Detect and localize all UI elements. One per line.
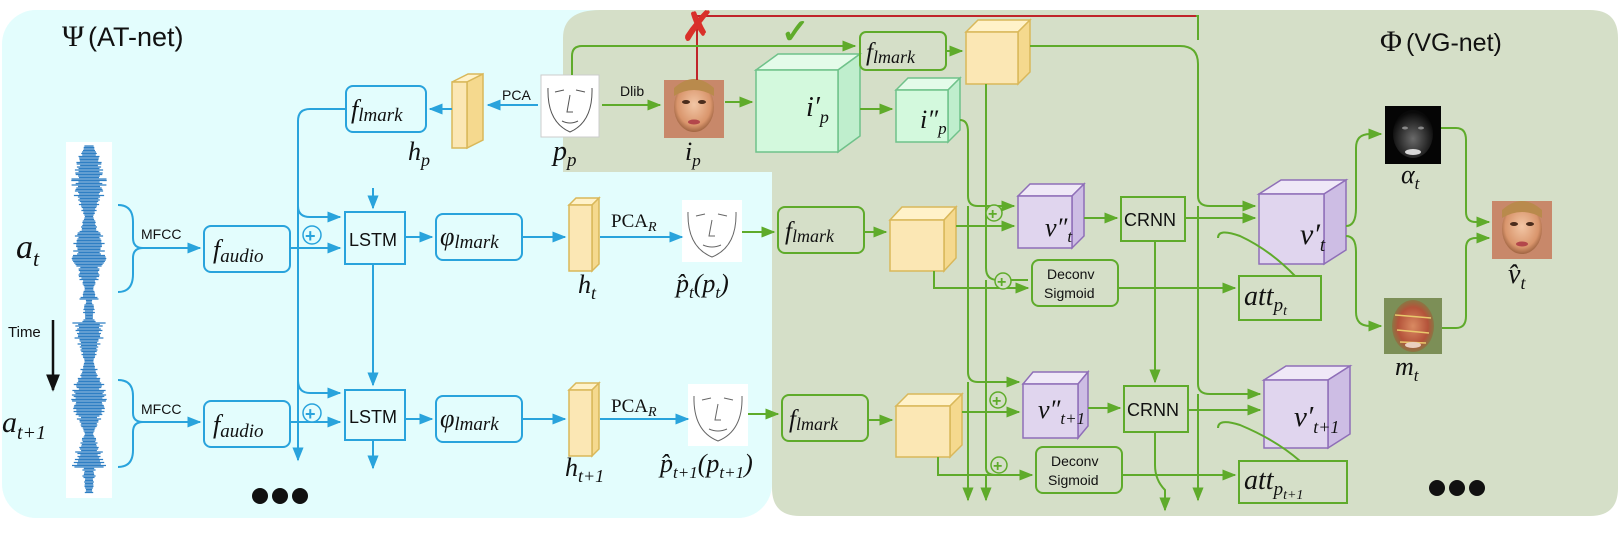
label-h-p: hp [408,137,430,170]
plus-circle-vg-2: + [994,272,1012,291]
label-v-t1-dprime: v″t+1 [1038,395,1085,428]
att-label-top: attpt [1244,281,1288,319]
cube-feature-mid [888,205,958,273]
lstm-box-bottom [344,389,406,441]
cube-v-t1-dprime [1021,369,1090,441]
f-audio-label-bottom: faudio [213,410,264,442]
time-label: Time [8,324,41,341]
landmark-sketch-pt1 [688,384,748,446]
audio-label-a-t1: at+1 [2,406,46,444]
crnn-label-top: CRNN [1124,210,1176,230]
label-p-p: pp [551,136,577,171]
label-v-t-prime: v′t [1300,218,1326,256]
f-lmark-label-mid: flmark [785,218,835,246]
f-lmark-label-vg-top: flmark [866,39,916,67]
deconv-label-bottom-2: Sigmoid [1048,472,1099,488]
att-box-bottom [1238,460,1348,504]
f-audio-box-bottom [203,400,291,448]
plus-circle-vg-3: + [989,391,1007,410]
label-m-t: mt [1395,352,1420,385]
label-i-p-dprime: i″p [920,105,947,138]
lstm-label-bottom: LSTM [349,407,397,427]
label-h-t: ht [578,270,597,303]
label-v-hat-t: v̂t [1508,259,1526,293]
cube-v-t1-prime [1261,364,1353,450]
cube-v-t-prime [1256,178,1349,266]
dlib-label: Dlib [620,83,644,99]
check-mark-icon: ✓ [781,13,810,51]
cube-i-p-prime [753,52,863,154]
plus-circle-at-top: + [302,225,322,246]
at-net-psi: Ψ [62,20,85,53]
at-net-title: (AT-net) [88,22,184,52]
label-i-p-prime: i′p [806,92,829,127]
label-p-hat-t1: p̂t+1(pt+1) [658,449,753,482]
vg-net-phi: Φ [1380,25,1402,58]
cross-mark-icon: ✗ [681,5,715,49]
label-v-t1-prime: v′t+1 [1294,401,1339,437]
f-lmark-label-low: flmark [789,406,839,434]
label-p-hat-t: p̂t(pt) [674,269,729,302]
deconv-label-top-1: Deconv [1047,266,1094,282]
plus-circle-at-bottom: + [302,403,322,424]
audio-label-a-t: at [16,229,40,271]
ellipsis-at [252,488,308,504]
deconv-box-bottom [1035,446,1123,494]
label-alpha-t: αt [1401,160,1421,193]
label-i-p: ip [685,137,701,170]
mfcc-label-bottom: MFCC [141,401,181,417]
output-image-v-hat [1492,201,1552,259]
att-label-bottom: attpt+1 [1244,465,1303,503]
svg-text:+: + [305,226,316,246]
deconv-label-bottom-1: Deconv [1051,453,1098,469]
motion-image-m [1384,298,1442,354]
cube-feature-top [964,18,1032,86]
waveform-trace [71,145,107,494]
cube-i-p-dprime [894,76,962,144]
deconv-box-top [1031,259,1119,307]
f-audio-label-top: faudio [213,235,264,267]
at-net-connections [290,99,690,470]
red-skip-line [696,15,1196,80]
attention-map-image-alpha [1385,106,1441,164]
svg-text:+: + [993,458,1002,475]
vg-net-connections [571,15,1491,512]
feature-h-t [567,196,601,273]
landmark-sketch-p-p [540,74,600,138]
plus-circle-vg-4: + [990,456,1008,475]
label-v-t-dprime: v″t [1045,213,1073,246]
f-lmark-box-low [781,394,869,442]
audio-waveform [66,142,112,498]
label-h-t1: ht+1 [565,453,604,486]
deconv-label-top-2: Sigmoid [1044,285,1095,301]
f-lmark-box-mid [777,206,865,254]
pca-r-label-top: PCAR [611,211,657,235]
phi-lmark-label-bottom: φlmark [440,404,499,435]
vg-net-title: (VG-net) [1406,29,1502,57]
feature-h-t1 [567,381,601,458]
feature-h-p [451,72,484,150]
cube-v-t-dprime [1016,182,1086,250]
lstm-label-top: LSTM [349,230,397,250]
svg-text:+: + [992,393,1001,410]
f-lmark-label-at: flmark [351,95,403,126]
phi-lmark-label-top: φlmark [440,222,499,253]
cube-feature-low [894,392,964,459]
plus-circle-vg-1: + [985,204,1003,223]
att-box-top [1238,275,1322,321]
landmark-sketch-pt [682,200,742,262]
crnn-label-bottom: CRNN [1127,400,1179,420]
svg-text:+: + [305,404,316,424]
svg-text:+: + [997,274,1006,291]
identity-image-i-p [664,79,724,138]
pca-r-label-bottom: PCAR [611,396,657,420]
ellipsis-vg [1429,480,1485,496]
mfcc-label-top: MFCC [141,226,181,242]
svg-text:+: + [988,206,997,223]
pca-label: PCA [502,87,531,103]
